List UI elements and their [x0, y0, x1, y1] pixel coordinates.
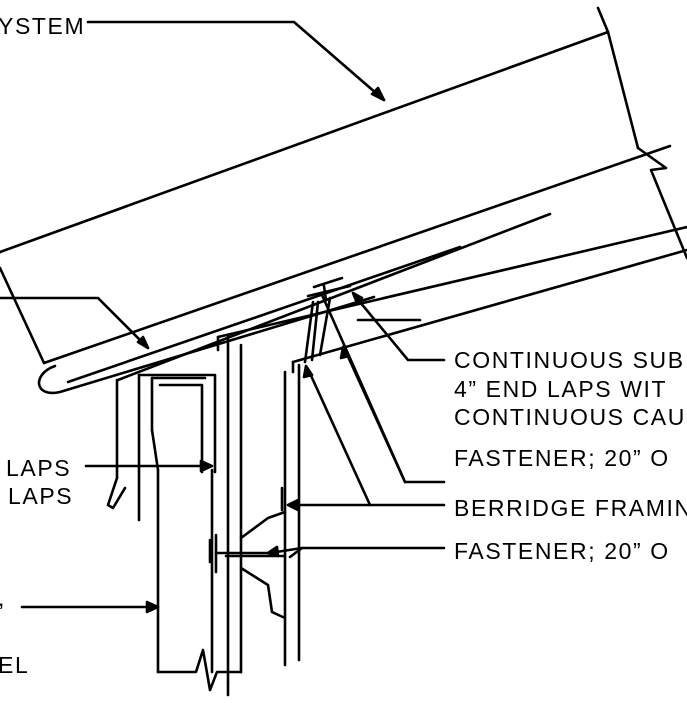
roof-panel: [0, 6, 687, 365]
notes: YSTEM LAPS LAPS , EL CONTINUOUS SUB 4” E…: [0, 13, 687, 678]
note-berridge-framing: BERRIDGE FRAMIN: [454, 495, 687, 521]
drip-hook: [106, 378, 127, 510]
lower-fastener: [208, 486, 287, 620]
note-fastener-1: FASTENER; 20” O: [454, 445, 670, 471]
note-fastener-2: FASTENER; 20” O: [454, 538, 670, 564]
leader-lines: [0, 20, 446, 614]
note-continuous-cau: CONTINUOUS CAU: [454, 404, 686, 430]
panel-hem: [0, 212, 552, 395]
note-el: EL: [0, 652, 29, 678]
note-laps-1: LAPS: [6, 455, 71, 481]
note-continuous-sub: CONTINUOUS SUB: [454, 347, 685, 373]
note-comma: ,: [0, 585, 6, 611]
note-system: YSTEM: [0, 13, 85, 39]
note-end-laps: 4” END LAPS WIT: [454, 376, 667, 402]
vertical-framing: [137, 333, 301, 685]
note-laps-2: LAPS: [8, 483, 73, 509]
sub-framing: [216, 225, 687, 374]
break-lines: [156, 648, 243, 697]
